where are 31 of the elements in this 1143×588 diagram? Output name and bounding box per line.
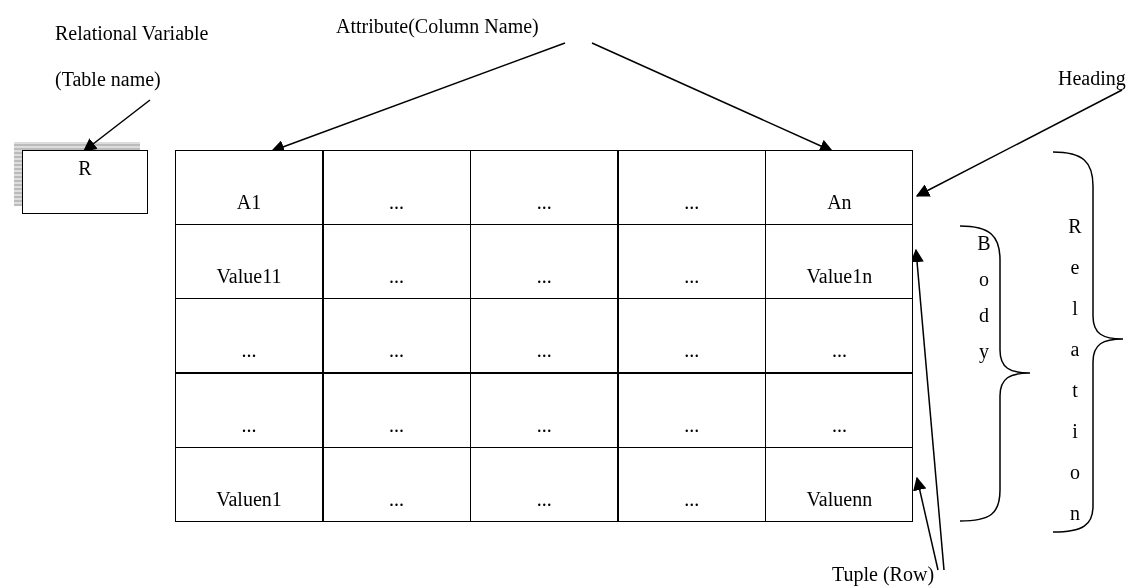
table-cell: ... [617, 298, 766, 374]
body-label: Body [972, 232, 996, 376]
heading-label: Heading [1058, 66, 1126, 90]
attribute-label: Attribute(Column Name) [336, 8, 539, 44]
leader-arrow [913, 476, 939, 571]
table-cell: ... [322, 298, 471, 374]
leader-arrow [915, 89, 1123, 197]
table-cell: Valuenn [765, 446, 914, 522]
table-cell: ... [617, 372, 766, 448]
table-cell: ... [322, 446, 471, 522]
table-cell: ... [617, 150, 766, 225]
column-header-cell: An [765, 150, 914, 225]
table-cell: ... [322, 372, 471, 448]
table-cell: ... [175, 298, 323, 374]
relation-name-label: Relational Variable (Table name) [55, 10, 225, 102]
leader-arrow [82, 99, 151, 152]
table-cell: Value11 [175, 224, 323, 300]
table-cell: ... [765, 372, 914, 448]
relation-label: Relation [1063, 215, 1087, 543]
relation-variable-box: R [22, 150, 148, 214]
table-cell: ... [617, 446, 766, 522]
column-header-cell: A1 [175, 150, 323, 225]
table-cell: ... [765, 298, 914, 374]
tuple-label: Tuple (Row) [832, 562, 935, 586]
table-cell: ... [175, 372, 323, 448]
table-cell: ... [470, 372, 619, 448]
table-cell: ... [470, 446, 619, 522]
table-cell: ... [470, 298, 619, 374]
table-cell: Valuen1 [175, 446, 323, 522]
table-cell: ... [470, 150, 619, 225]
table-cell: ... [322, 150, 471, 225]
